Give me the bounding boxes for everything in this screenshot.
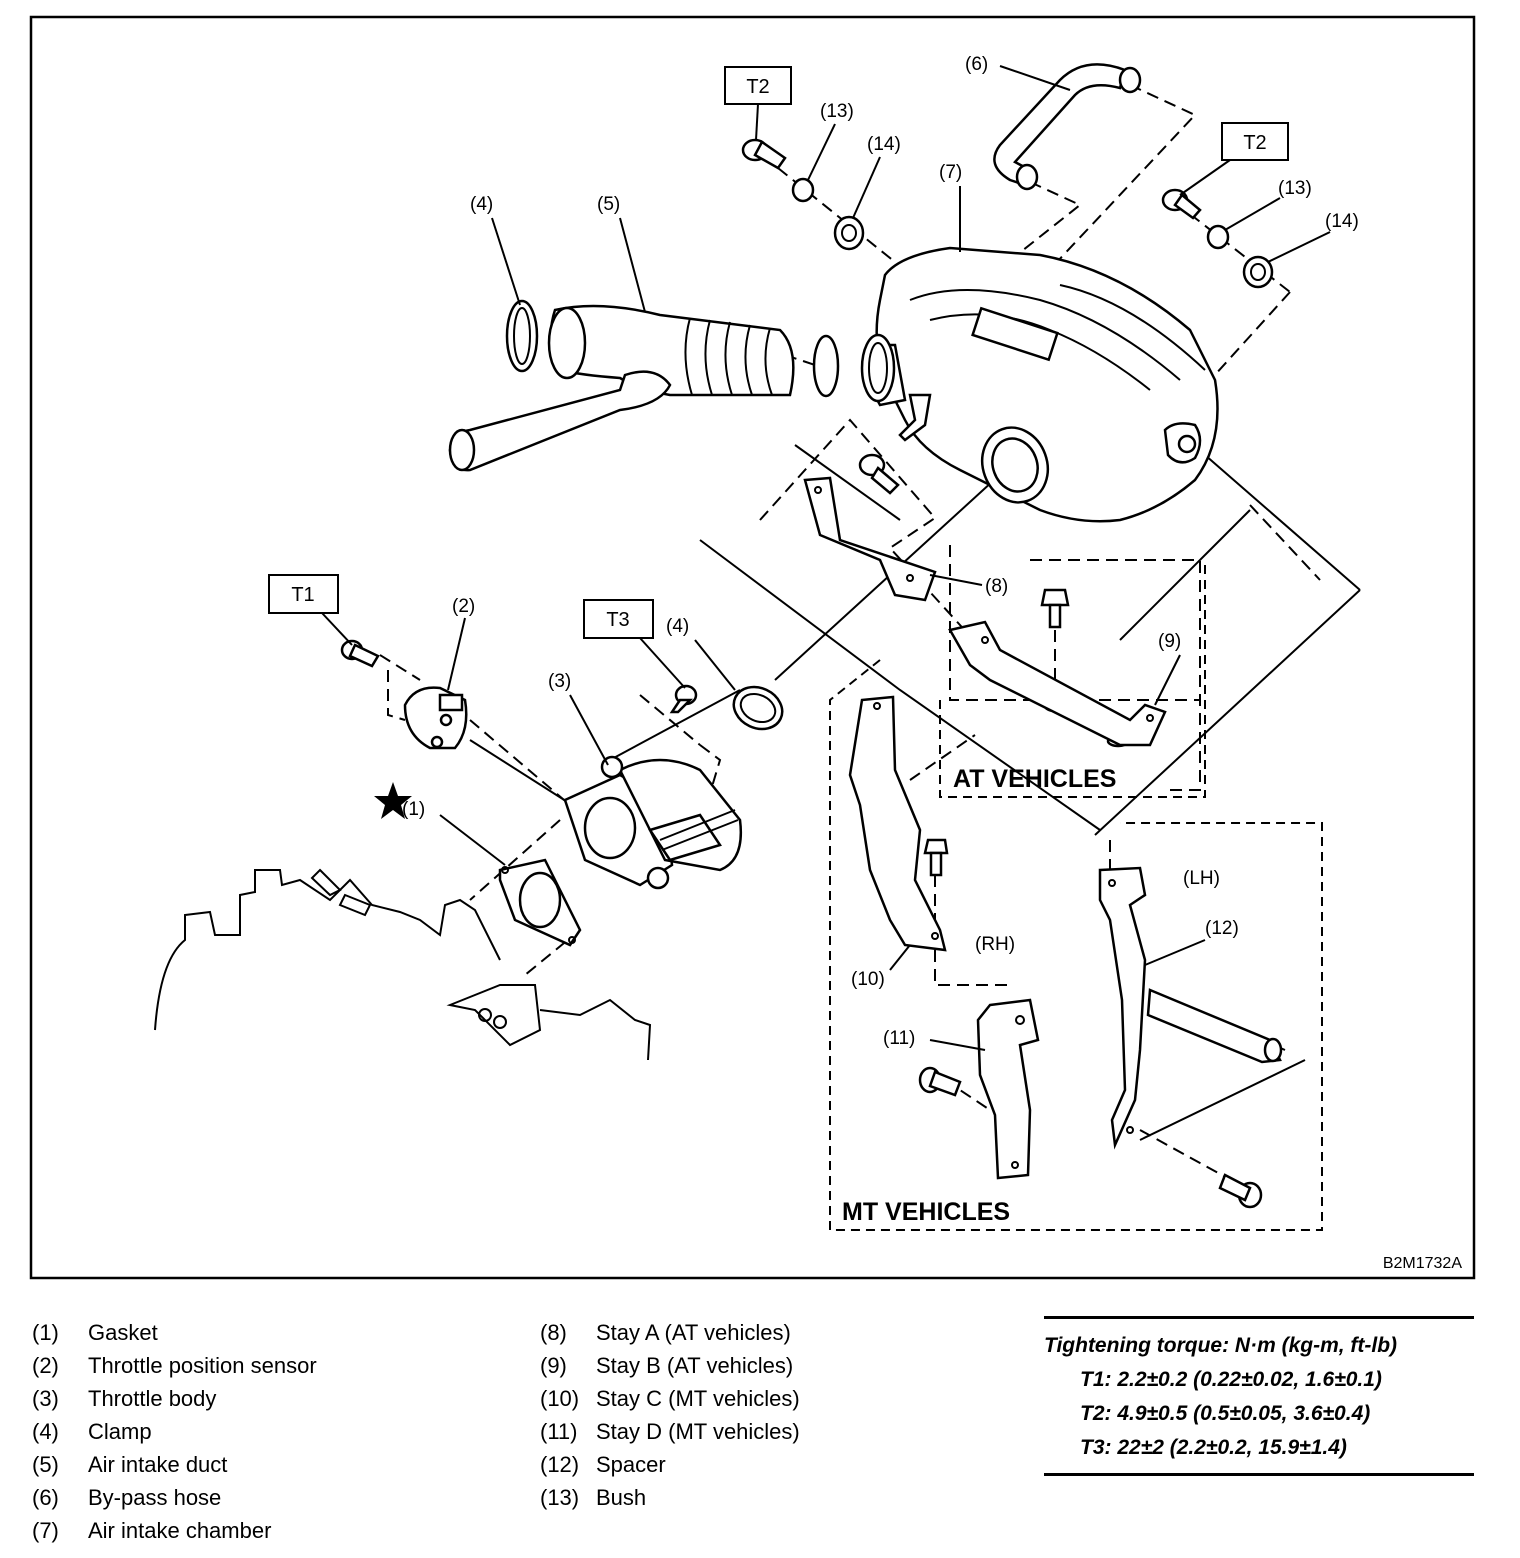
legend-item-name: Stay A (AT vehicles)	[596, 1320, 791, 1345]
legend-item: (1) Gasket	[32, 1316, 317, 1349]
callout-3: (3)	[548, 671, 571, 692]
legend-item-number: (1)	[32, 1320, 59, 1345]
diagram-code: B2M1732A	[1383, 1255, 1462, 1272]
legend-item-number: (12)	[540, 1452, 580, 1477]
callouts: (1) (2) (3) (4) (4) (5) (6) (7) (8) (9) …	[402, 54, 1359, 1051]
legend-item-name: Throttle position sensor	[88, 1353, 317, 1378]
callout-1: (1)	[402, 799, 425, 820]
legend-item: (12) Spacer	[540, 1448, 800, 1481]
legend-left: (1) Gasket (2) Throttle position sensor (3) T…	[32, 1316, 317, 1547]
mt-vehicles-box	[829, 659, 1323, 1231]
callout-9: (9)	[1158, 631, 1181, 652]
stay-c	[848, 695, 947, 952]
legend-item-name: Spacer	[596, 1452, 666, 1477]
legend-item: (2) Throttle position sensor	[32, 1349, 317, 1382]
legend-item-name: Air intake duct	[88, 1452, 228, 1477]
stay-a	[803, 476, 937, 602]
gasket	[498, 858, 582, 947]
legend-item-number: (4)	[32, 1419, 59, 1444]
diagram-frame	[29, 15, 1476, 1280]
callout-4-lower: (4)	[666, 616, 689, 637]
rh-label: (RH)	[975, 934, 1015, 955]
svg-text:T3: T3	[606, 609, 629, 631]
callout-2: (2)	[452, 596, 475, 617]
legend-item-name: Throttle body	[88, 1386, 217, 1411]
legend-item-number: (6)	[32, 1485, 59, 1510]
clamps	[505, 299, 896, 731]
legend-item-name: Air intake chamber	[88, 1518, 272, 1543]
star-symbol	[374, 782, 412, 819]
stay-b	[948, 620, 1167, 747]
callout-5: (5)	[597, 194, 620, 215]
torque-box-t3: T3	[583, 599, 686, 689]
air-intake-chamber	[865, 246, 1219, 523]
at-vehicles-box	[939, 560, 1206, 798]
torque-box-t1: T1	[268, 574, 353, 646]
throttle-position-sensor	[403, 686, 468, 750]
by-pass-hose	[993, 63, 1142, 191]
legend-item: (11) Stay D (MT vehicles)	[540, 1415, 800, 1448]
callout-14-right: (14)	[1325, 211, 1359, 232]
legend-item: (13) Bush	[540, 1481, 800, 1514]
callout-13-left: (13)	[820, 101, 854, 122]
callout-4-upper: (4)	[470, 194, 493, 215]
lh-label: (LH)	[1183, 868, 1220, 889]
bolts-and-bushes	[340, 138, 1274, 1209]
alignment-lines	[469, 444, 1361, 1141]
callout-14-left: (14)	[867, 134, 901, 155]
legend-item: (3) Throttle body	[32, 1382, 317, 1415]
legend-item-name: Gasket	[88, 1320, 158, 1345]
legend-right: (8) Stay A (AT vehicles) (9) Stay B (AT veh…	[540, 1316, 800, 1514]
torque-t2: T2: 4.9±0.5 (0.5±0.05, 3.6±0.4)	[1080, 1402, 1371, 1425]
callout-11: (11)	[883, 1028, 915, 1049]
legend-item: (9) Stay B (AT vehicles)	[540, 1349, 800, 1382]
svg-text:T1: T1	[291, 584, 314, 606]
torque-t3: T3: 22±2 (2.2±0.2, 15.9±1.4)	[1080, 1436, 1347, 1459]
legend-item-number: (5)	[32, 1452, 59, 1477]
callout-6: (6)	[965, 54, 988, 75]
legend-item-number: (13)	[540, 1485, 580, 1510]
legend-item-number: (2)	[32, 1353, 59, 1378]
legend-item-number: (9)	[540, 1353, 567, 1378]
at-vehicles-label: AT VEHICLES	[953, 765, 1116, 793]
mt-vehicles-label: MT VEHICLES	[842, 1198, 1010, 1226]
legend-item: (10) Stay C (MT vehicles)	[540, 1382, 800, 1415]
legend-item: (8) Stay A (AT vehicles)	[540, 1316, 800, 1349]
svg-text:T2: T2	[1243, 132, 1266, 154]
callout-10: (10)	[851, 969, 885, 990]
legend-item: (6) By-pass hose	[32, 1481, 317, 1514]
callout-12: (12)	[1205, 918, 1239, 939]
torque-box-t2-left: T2	[724, 66, 792, 141]
svg-text:T2: T2	[746, 76, 769, 98]
legend-item-number: (10)	[540, 1386, 580, 1411]
legend-item: (7) Air intake chamber	[32, 1514, 317, 1547]
legend-item-number: (3)	[32, 1386, 59, 1411]
throttle-body	[563, 755, 743, 890]
callout-8: (8)	[985, 576, 1008, 597]
legend-item-name: By-pass hose	[88, 1485, 222, 1510]
stay-d	[976, 998, 1040, 1180]
legend-item-number: (11)	[540, 1419, 578, 1444]
torque-t1: T1: 2.2±0.2 (0.22±0.02, 1.6±0.1)	[1080, 1368, 1382, 1391]
legend-item-number: (8)	[540, 1320, 567, 1345]
callout-7: (7)	[939, 162, 962, 183]
callout-13-right: (13)	[1278, 178, 1312, 199]
tightening-torque-table: Tightening torque: N·m (kg-m, ft-lb) T1:…	[1044, 1316, 1474, 1476]
legend-item: (4) Clamp	[32, 1415, 317, 1448]
exploded-parts-diagram: AT VEHICLES MT VEHICLES (RH) (LH) T1 T2 …	[29, 15, 1476, 1280]
legend-item-number: (7)	[32, 1518, 59, 1543]
spacer	[1098, 866, 1283, 1150]
legend-item-name: Bush	[596, 1485, 647, 1510]
legend-item-name: Clamp	[88, 1419, 152, 1444]
legend-item-name: Stay D (MT vehicles)	[596, 1419, 800, 1444]
legend-item-name: Stay C (MT vehicles)	[596, 1386, 800, 1411]
torque-box-t2-right: T2	[1179, 122, 1289, 196]
legend-item: (5) Air intake duct	[32, 1448, 317, 1481]
engine-outline	[154, 868, 652, 1061]
torque-title: Tightening torque: N·m (kg-m, ft-lb)	[1044, 1334, 1398, 1357]
air-intake-duct	[448, 304, 795, 472]
legend-item-name: Stay B (AT vehicles)	[596, 1353, 794, 1378]
